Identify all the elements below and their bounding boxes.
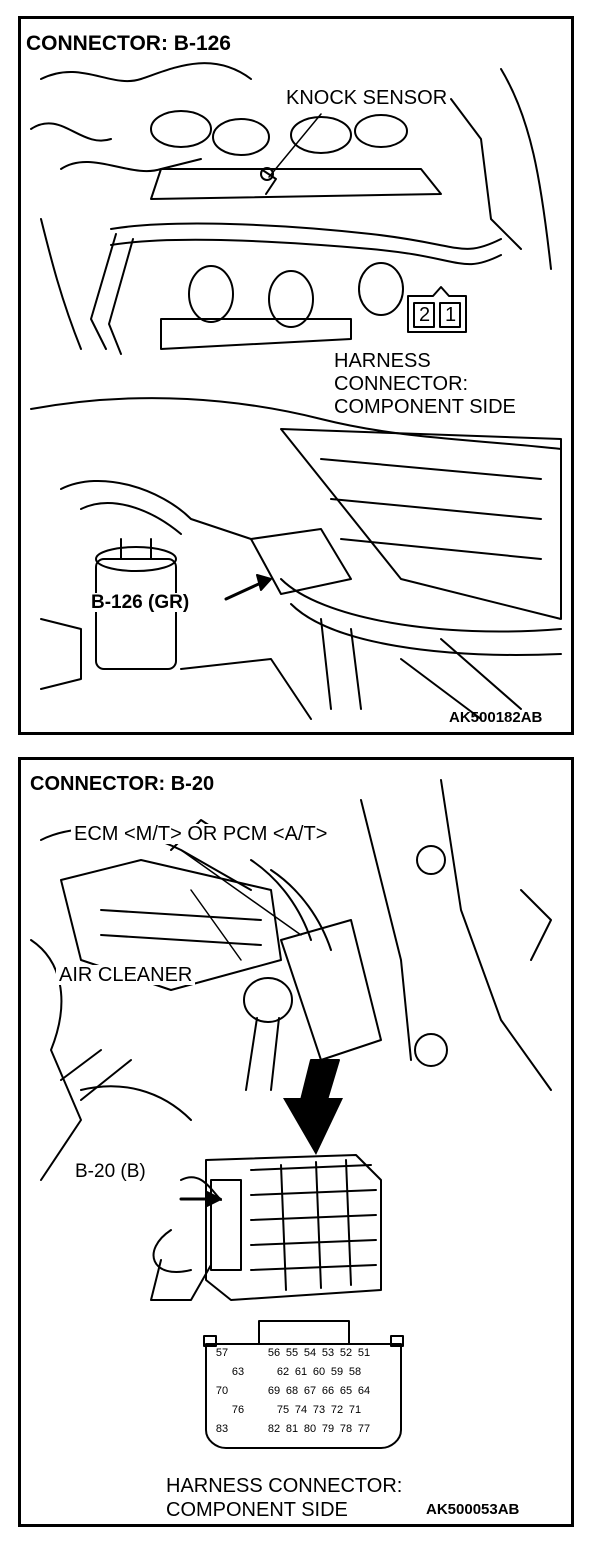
pin-53: 53 (321, 1347, 335, 1359)
pin-74: 74 (294, 1404, 308, 1416)
pin-76: 76 (231, 1404, 245, 1416)
pin-70: 70 (215, 1385, 229, 1397)
pin-82: 82 (267, 1423, 281, 1435)
figure-code: AK500182AB (449, 709, 543, 726)
pin-62: 62 (276, 1366, 290, 1378)
harness-label-line1: HARNESS (334, 350, 431, 372)
pin-61: 61 (294, 1366, 308, 1378)
pin-75: 75 (276, 1404, 290, 1416)
pin-78: 78 (339, 1423, 353, 1435)
pin-56: 56 (267, 1347, 281, 1359)
pin-63: 63 (231, 1366, 245, 1378)
pin-60: 60 (312, 1366, 326, 1378)
knock-sensor-label: KNOCK SENSOR (283, 88, 451, 108)
pin-68: 68 (285, 1385, 299, 1397)
connector-b20-panel: CONNECTOR: B-20 ECM <M/T> OR PCM <A/T> A… (18, 757, 574, 1527)
pin-72: 72 (330, 1404, 344, 1416)
pin-51: 51 (357, 1347, 371, 1359)
pin-52: 52 (339, 1347, 353, 1359)
ecm-label: ECM <M/T> OR PCM <A/T> (71, 824, 331, 844)
pin-58: 58 (348, 1366, 362, 1378)
pin-83: 83 (215, 1423, 229, 1435)
pin-55: 55 (285, 1347, 299, 1359)
pin-65: 65 (339, 1385, 353, 1397)
pin-57: 57 (215, 1347, 229, 1359)
harness-pin-1: 1 (444, 304, 457, 326)
harness-label-line1: HARNESS CONNECTOR: (166, 1475, 403, 1497)
pin-67: 67 (303, 1385, 317, 1397)
pin-80: 80 (303, 1423, 317, 1435)
pin-73: 73 (312, 1404, 326, 1416)
connector-b126-panel: CONNECTOR: B-126 KNOCK SENSOR 2 1 HARNES… (18, 16, 574, 735)
connector-title: CONNECTOR: B-20 (30, 773, 215, 795)
ecm-location-illustration (30, 779, 552, 1449)
pin-81: 81 (285, 1423, 299, 1435)
figure-code: AK500053AB (426, 1501, 520, 1518)
connector-location-label: B-20 (B) (73, 1161, 148, 1182)
connector-location-label: B-126 (GR) (89, 592, 192, 613)
pin-66: 66 (321, 1385, 335, 1397)
harness-label-line2: CONNECTOR: (334, 373, 469, 395)
air-cleaner-label: AIR CLEANER (56, 965, 196, 985)
pin-79: 79 (321, 1423, 335, 1435)
harness-label-line3: COMPONENT SIDE (334, 396, 516, 418)
pin-64: 64 (357, 1385, 371, 1397)
harness-pin-2: 2 (418, 304, 431, 326)
engine-bay-illustration (30, 62, 562, 720)
pin-54: 54 (303, 1347, 317, 1359)
pin-59: 59 (330, 1366, 344, 1378)
pin-69: 69 (267, 1385, 281, 1397)
pin-77: 77 (357, 1423, 371, 1435)
connector-title: CONNECTOR: B-126 (26, 32, 231, 55)
pin-71: 71 (348, 1404, 362, 1416)
harness-label-line2: COMPONENT SIDE (166, 1499, 348, 1521)
